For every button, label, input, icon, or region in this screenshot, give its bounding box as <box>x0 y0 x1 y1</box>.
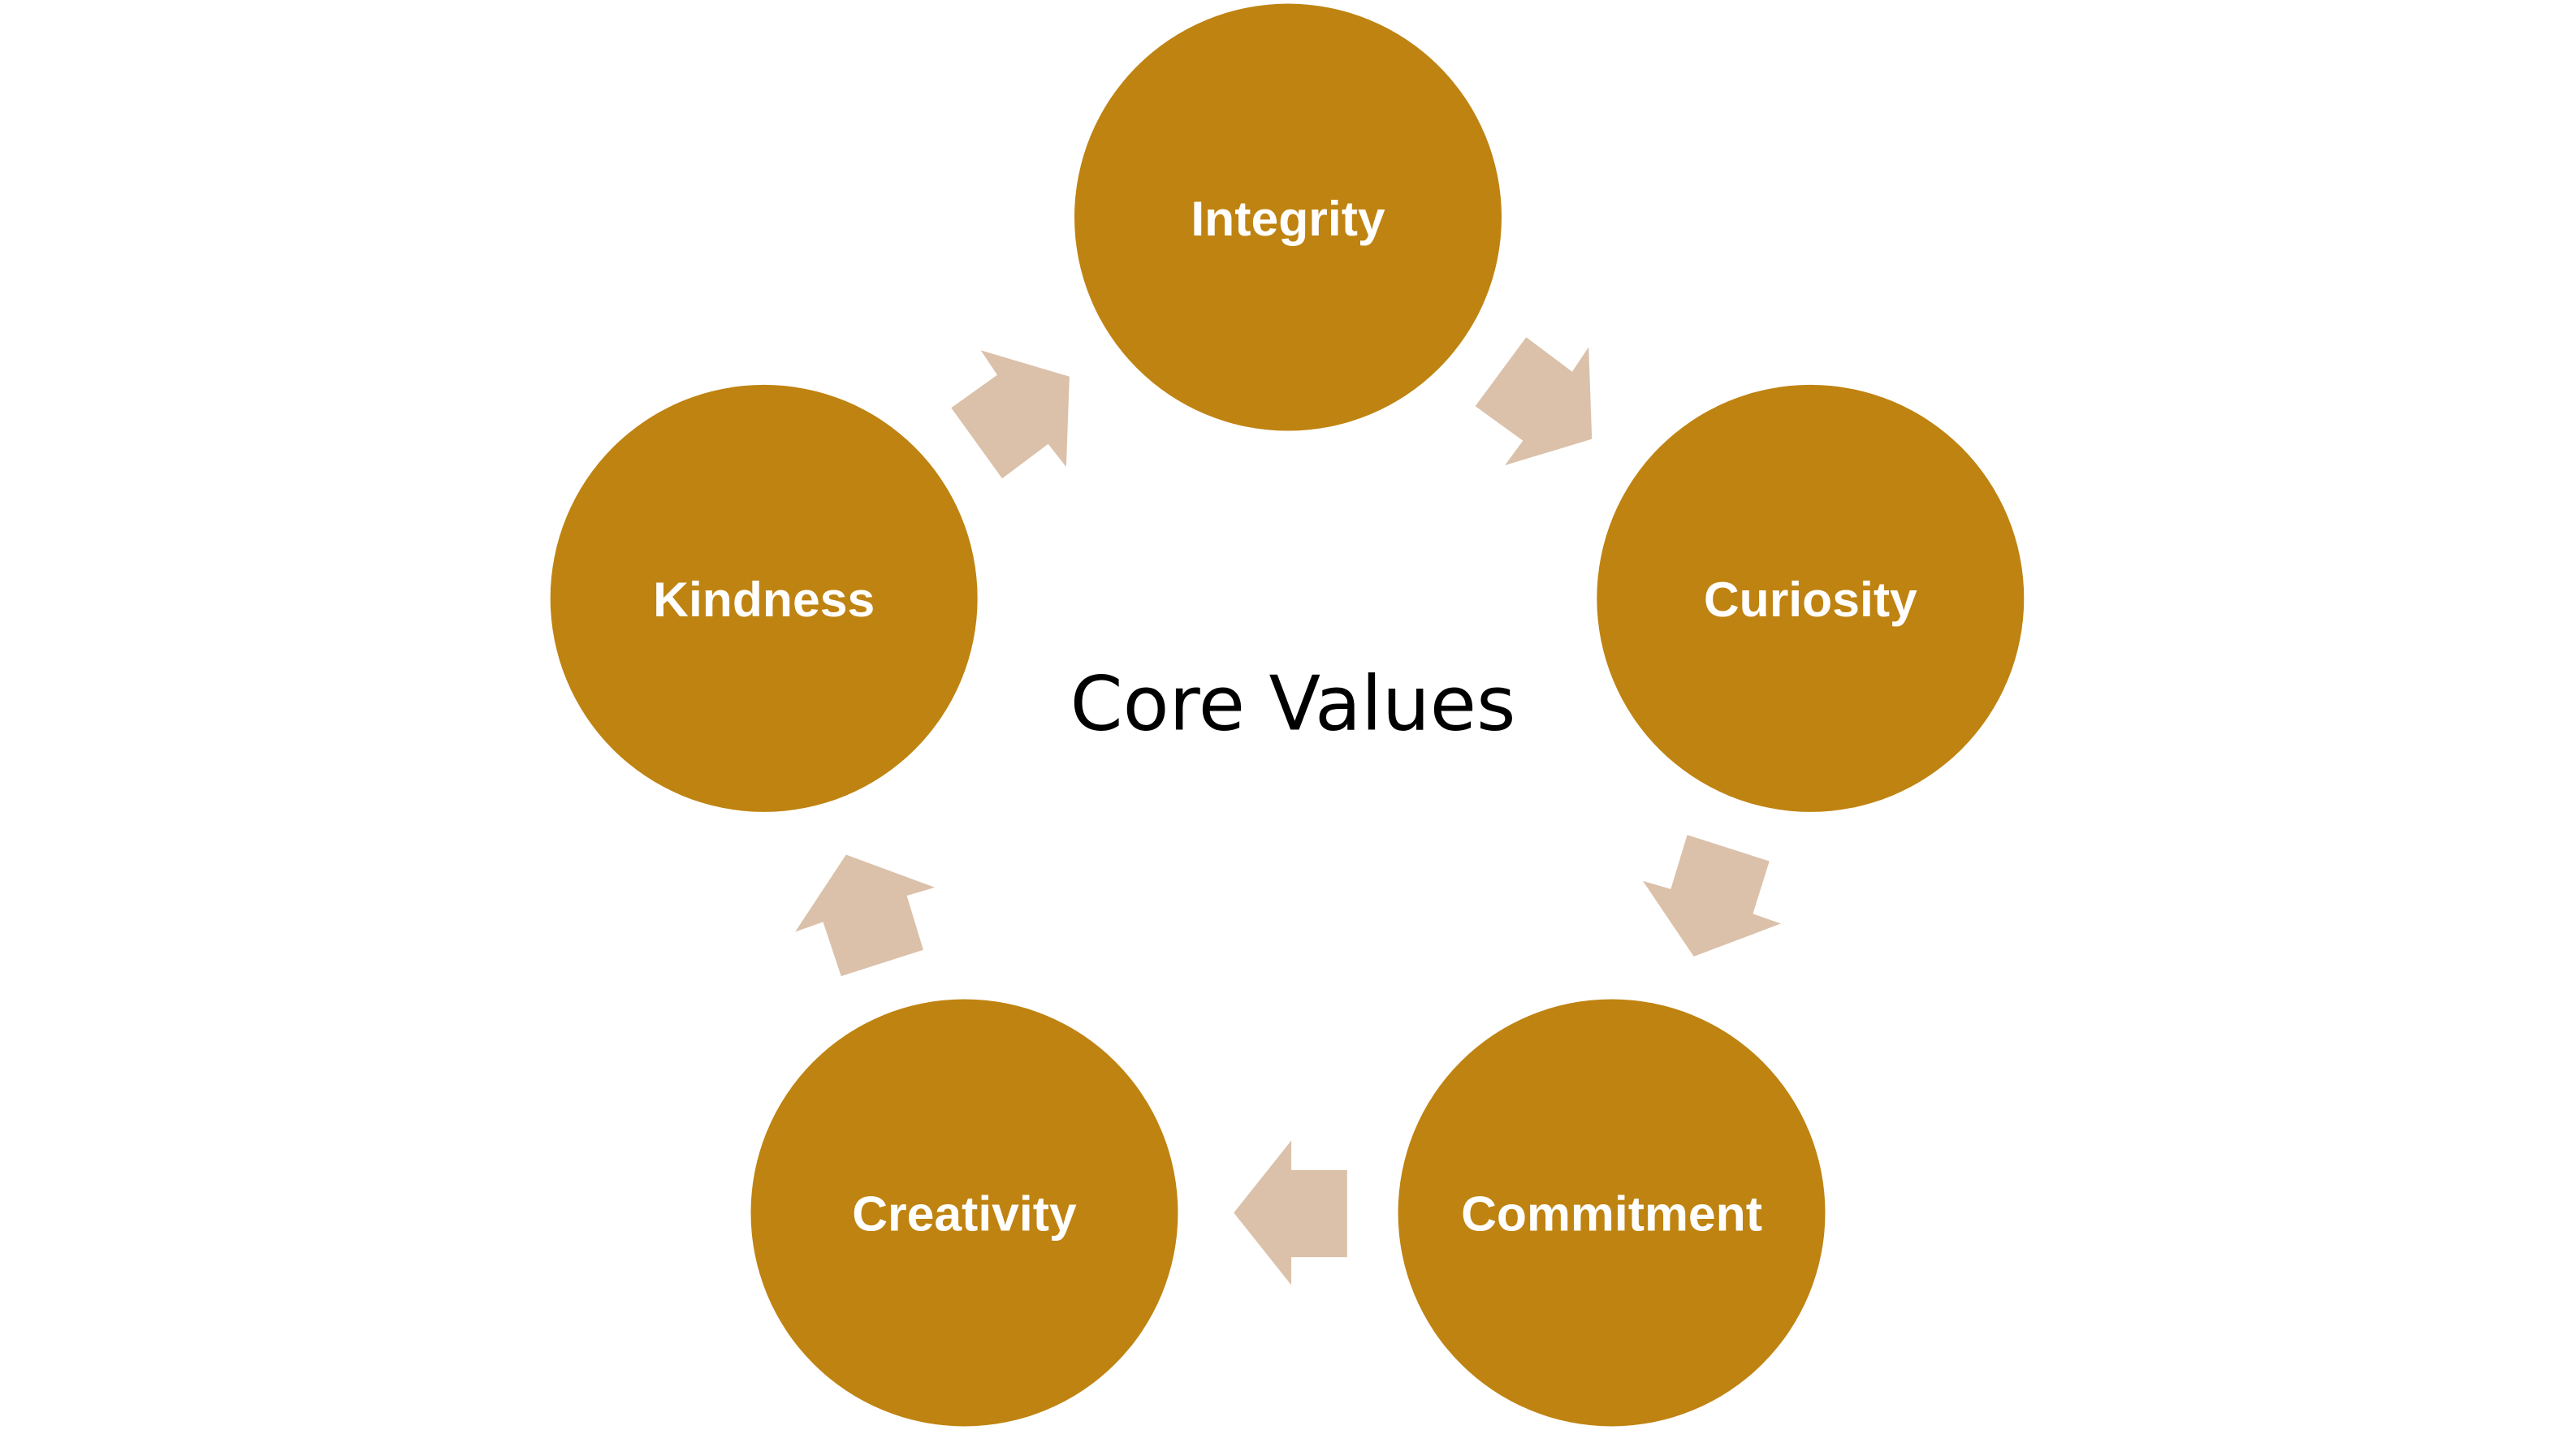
value-node-creativity: Creativity <box>750 999 1178 1427</box>
node-circle <box>1597 384 2025 812</box>
arrow-integrity-to-curiosity <box>1475 337 1593 466</box>
node-label: Commitment <box>1461 1186 1762 1242</box>
node-label: Integrity <box>1191 191 1385 246</box>
center-title: Core Values <box>1070 660 1516 748</box>
value-node-kindness: Kindness <box>550 384 978 812</box>
node-circle <box>1398 999 1826 1427</box>
node-circle <box>750 999 1178 1427</box>
node-label: Curiosity <box>1704 572 1917 627</box>
arrow-kindness-to-integrity <box>951 350 1070 479</box>
value-node-integrity: Integrity <box>1074 3 1502 431</box>
node-circle <box>1074 3 1502 431</box>
value-node-curiosity: Curiosity <box>1597 384 2025 812</box>
arrow-commitment-to-creativity <box>1234 1140 1347 1285</box>
arrows <box>795 337 1781 1285</box>
node-label: Creativity <box>852 1186 1077 1242</box>
node-circle <box>550 384 978 812</box>
value-node-commitment: Commitment <box>1398 999 1826 1427</box>
node-label: Kindness <box>653 572 875 627</box>
arrow-curiosity-to-commitment <box>1642 835 1781 957</box>
arrow-creativity-to-kindness <box>795 854 936 977</box>
